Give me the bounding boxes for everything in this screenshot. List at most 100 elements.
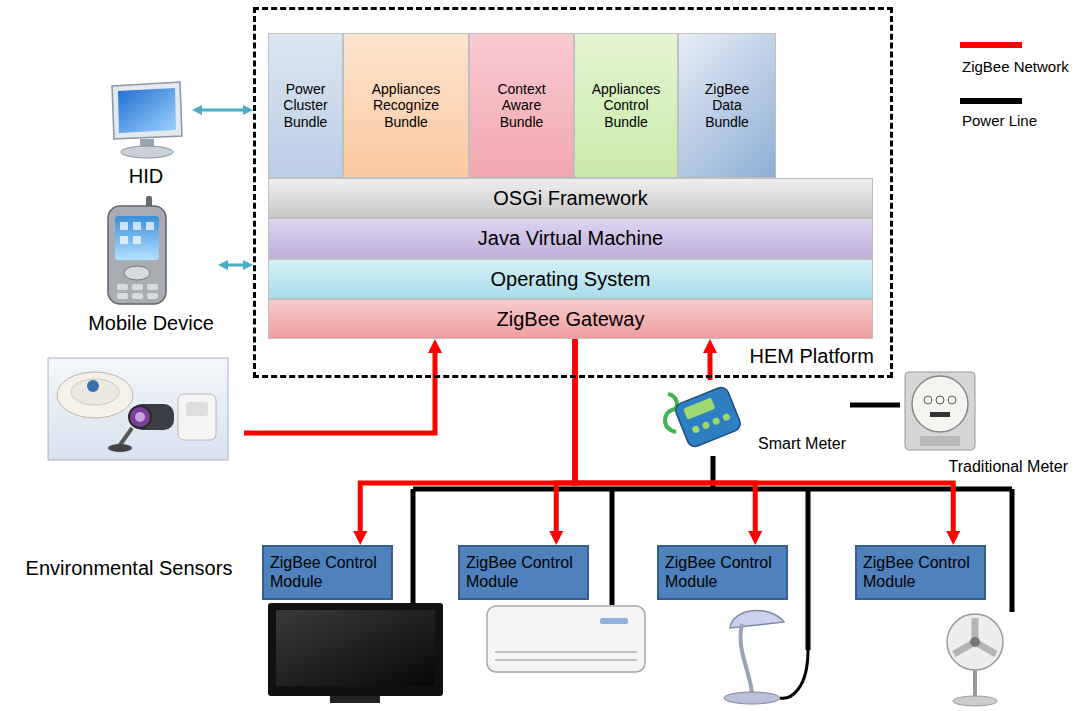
device-node: Mobile Device [84,195,218,335]
traditional-meter-icon [905,372,975,450]
legend-line-sample [960,42,1022,48]
control-module-box: ZigBee Control Module [657,545,788,600]
smart-meter-icon [665,385,743,449]
phone-icon [132,284,143,290]
zigbee-link [556,339,575,531]
control-module-box: ZigBee Control Module [262,545,393,600]
lamp-picture [724,692,780,704]
node-label: OSGi Framework [493,187,647,210]
node-label: Environmental Sensors [26,557,233,580]
bundle-box: Appliances Control Bundle [574,33,678,178]
sensors-picture [186,402,208,416]
air-conditioner-picture [487,606,645,672]
layer-band: Java Virtual Machine [268,218,873,259]
traditional-meter-icon [936,396,944,404]
air-conditioner-picture [495,651,637,653]
phone-icon [147,284,158,290]
layer-band: OSGi Framework [268,178,873,218]
traditional-meter-icon [920,436,960,446]
sensors-picture [71,379,119,405]
sensor-node: Environmental Sensors [14,355,244,580]
node-label: Smart Meter [758,435,846,453]
fan-picture [947,614,1003,706]
node-label: Java Virtual Machine [478,227,663,250]
sensors-picture [48,358,228,460]
bidirectional-arrow [202,109,243,112]
monitor-icon [112,82,182,139]
tv-picture [330,696,380,703]
node-label: ZigBee Control Module [863,554,978,591]
smart-meter-icon [701,421,710,430]
sensors-picture [178,394,216,440]
phone-icon [120,222,128,230]
bundle-box: ZigBee Data Bundle [678,33,776,178]
platform-frame: HEM Platform Power Cluster Bundle Applianc… [253,7,893,378]
lamp-picture [724,611,808,704]
phone-icon [133,222,141,230]
phone-icon [117,293,128,299]
phone-icon [124,266,150,280]
layer-band: Operating System [268,259,873,299]
phone-icon [147,293,158,299]
node-label: ZigBee Data Bundle [693,81,761,129]
node-label: Context Aware Bundle [482,81,561,129]
phone-icon [146,222,154,230]
sensors-picture [48,358,228,460]
lamp-picture [730,611,784,628]
monitor-icon [121,146,173,158]
sensors-picture [135,412,145,422]
node-label: Appliances Control Bundle [587,81,665,129]
air-conditioner-picture [600,618,628,624]
bundle-box: Context Aware Bundle [469,33,574,178]
node-label: ZigBee Control Module [665,554,780,591]
fan-picture [970,637,980,647]
node-label: ZigBee Gateway [497,308,645,331]
traditional-meter-icon [930,412,950,417]
legend-text: Power Line [962,112,1037,129]
phone-icon [120,236,128,244]
node-label: Power Cluster Bundle [281,81,330,129]
monitor-icon [112,82,182,158]
smart-meter-icon [673,385,742,449]
zigbee-link [575,339,953,531]
lamp-picture [780,650,808,698]
fan-picture [953,696,997,706]
phone-icon [108,196,166,304]
tv-picture [276,610,435,686]
smart-meter-icon [712,417,721,426]
smart-meter-icon [673,385,742,449]
monitor-icon [118,88,176,133]
control-module-box: ZigBee Control Module [855,545,986,600]
traditional-meter-icon [905,372,975,450]
node-label: HEM Platform [750,345,874,368]
bidirectional-arrow [228,264,243,267]
bundle-box: Power Cluster Bundle [268,33,343,178]
legend-line-sample [960,98,1022,104]
zigbee-link [360,339,575,531]
traditional-meter-icon [912,376,968,432]
smart-meter-icon [722,413,731,422]
node-label: ZigBee Control Module [270,554,385,591]
sensors-picture [87,380,99,392]
meter-node: Smart Meter [655,380,850,456]
bundle-box: Appliances Recognize Bundle [343,33,469,178]
sensors-picture [108,444,132,452]
node-label: ZigBee Control Module [466,554,581,591]
air-conditioner-picture [487,606,645,672]
zigbee-link [708,353,713,380]
phone-icon [108,206,166,304]
traditional-meter-icon [924,396,932,404]
sensors-picture [129,406,151,428]
lamp-picture [741,624,752,694]
node-label: Appliances Recognize Bundle [356,81,456,129]
air-conditioner-picture [495,659,637,661]
fan-picture [954,618,996,654]
node-label: Mobile Device [88,312,214,335]
smart-meter-icon [665,394,677,432]
tv-picture [268,603,443,703]
tv-picture [268,603,443,696]
sensors-picture [120,428,132,445]
zigbee-link [244,353,435,433]
